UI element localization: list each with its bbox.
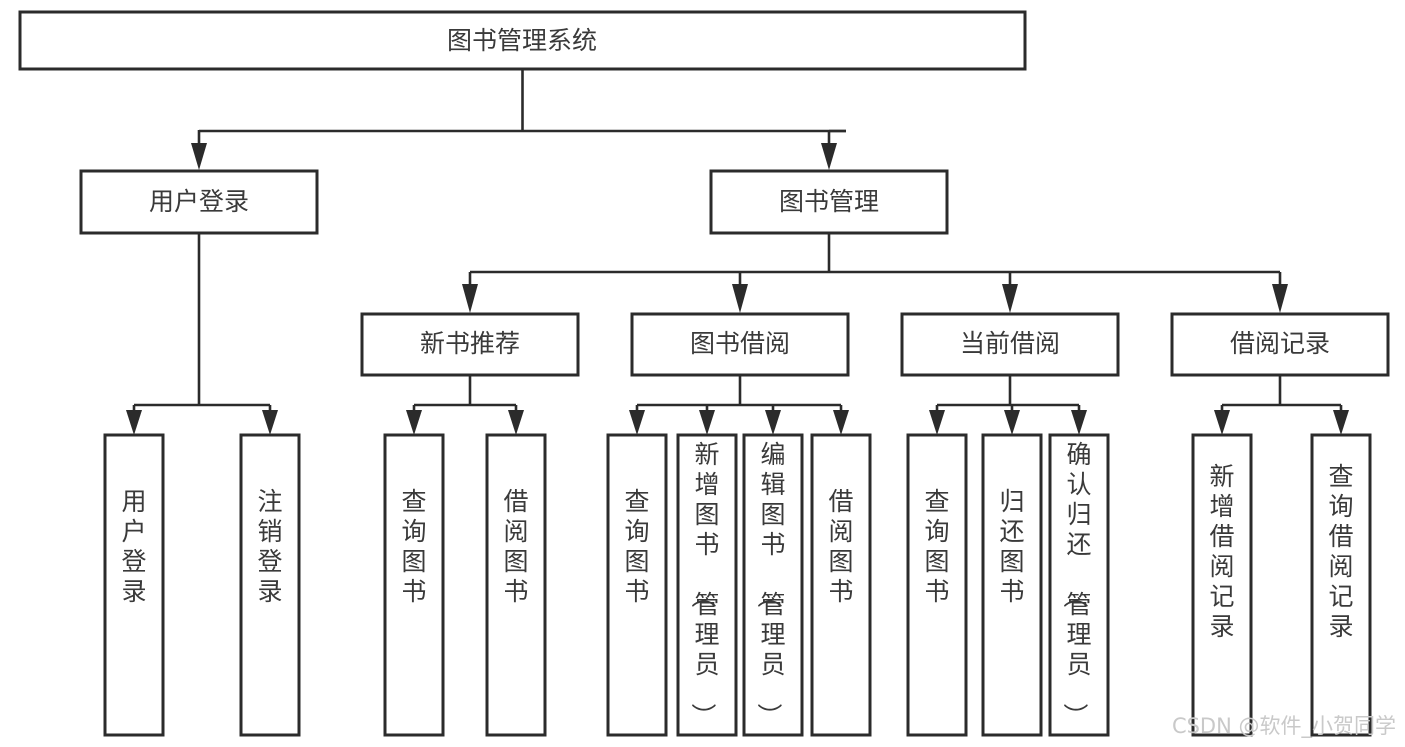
leaf-node-borrow-book-b1-box[interactable] [485,433,547,737]
node-user-login-label: 用户登录 [149,187,249,216]
leaf-node-confirm-return-admin-label: 确认归还（管理员） [1060,440,1091,728]
connector-group-borrow-record [1214,375,1349,435]
node-borrow-record[interactable]: 借阅记录 [1170,312,1390,377]
leaf-node-add-borrow-record-box[interactable] [1191,433,1253,737]
connector-group-book-mgmt [462,233,1288,313]
leaf-node-logout-label: 注销登录 [257,487,282,606]
leaf-node-borrow-book-c3[interactable]: 借阅图书 [810,433,872,737]
arrow-leaf-borrow-book-b1 [508,410,524,435]
leaf-node-borrow-book-b1[interactable]: 借阅图书 [485,433,547,737]
node-book-management[interactable]: 图书管理 [709,169,949,235]
connector-group-user-login [126,233,278,435]
arrow-leaf-query-book-b0 [406,410,422,435]
leaf-node-add-borrow-record-label: 新增借阅记录 [1209,462,1234,641]
connector-group-new-book-rec [406,375,524,435]
arrow-leaf-return-book-d1 [1004,410,1020,435]
connector-group-current-borrow [929,375,1087,435]
leaf-node-query-book-c0-label: 查询图书 [624,487,649,606]
node-new-book-recommend[interactable]: 新书推荐 [360,312,580,377]
node-borrow-record-box[interactable] [1170,312,1390,377]
leaf-node-logout[interactable]: 注销登录 [239,433,301,737]
leaf-node-return-book[interactable]: 归还图书 [981,433,1043,737]
leaf-node-user-login-box[interactable] [103,433,165,737]
leaf-node-borrow-book-b1-label: 借阅图书 [503,487,528,606]
leaf-node-user-login[interactable]: 用户登录 [103,433,165,737]
arrow-current-borrow [1002,284,1018,313]
leaf-node-query-book-b0-box[interactable] [383,433,445,737]
leaf-node-edit-book-admin-label: 编辑图书（管理员） [754,440,785,728]
node-book-management-label: 图书管理 [779,187,879,216]
leaf-node-query-book-d0-label: 查询图书 [924,487,949,606]
leaf-node-add-book-admin[interactable]: 新增图书（管理员） [676,433,738,737]
node-new-book-recommend-label: 新书推荐 [420,329,520,358]
connector-group-root [191,69,846,170]
arrow-book-borrow [732,284,748,313]
node-root-system-box[interactable] [18,10,1027,71]
leaf-node-edit-book-admin[interactable]: 编辑图书（管理员） [742,433,804,737]
arrow-leaf-logout [262,410,278,435]
leaf-node-return-book-box[interactable] [981,433,1043,737]
arrow-new-book-rec [462,284,478,313]
node-new-book-recommend-box[interactable] [360,312,580,377]
arrow-book-mgmt [821,143,837,170]
arrow-leaf-query-book-c0 [629,410,645,435]
node-borrow-record-label: 借阅记录 [1230,329,1330,358]
leaf-node-return-book-label: 归还图书 [999,487,1024,606]
arrow-leaf-query-record-e1 [1333,410,1349,435]
leaf-node-borrow-book-c3-label: 借阅图书 [828,487,853,606]
leaf-node-query-borrow-record-label: 查询借阅记录 [1328,462,1353,641]
leaf-node-add-book-admin-box[interactable] [676,433,738,737]
arrow-leaf-query-book-d0 [929,410,945,435]
connector-group-book-borrow [629,375,849,435]
arrow-leaf-confirm-return-d2 [1071,410,1087,435]
node-root-system-label: 图书管理系统 [447,26,597,55]
arrow-user-login [191,143,207,170]
node-current-borrow[interactable]: 当前借阅 [900,312,1120,377]
node-root-system[interactable]: 图书管理系统 [18,10,1027,71]
leaf-node-add-book-admin-label: 新增图书（管理员） [688,440,719,728]
leaf-node-edit-book-admin-box[interactable] [742,433,804,737]
leaf-node-query-book-c0[interactable]: 查询图书 [606,433,668,737]
arrow-leaf-add-record-e0 [1214,410,1230,435]
node-current-borrow-label: 当前借阅 [960,329,1060,358]
leaf-node-add-borrow-record[interactable]: 新增借阅记录 [1191,433,1253,737]
leaf-node-user-login-label: 用户登录 [121,487,146,606]
arrow-leaf-borrow-book-c3 [833,410,849,435]
leaf-node-confirm-return-admin-box[interactable] [1048,433,1110,737]
leaf-node-query-book-d0[interactable]: 查询图书 [906,433,968,737]
node-user-login[interactable]: 用户登录 [79,169,319,235]
node-book-borrow-box[interactable] [630,312,850,377]
leaf-node-query-borrow-record[interactable]: 查询借阅记录 [1310,433,1372,737]
node-book-borrow[interactable]: 图书借阅 [630,312,850,377]
leaf-node-query-borrow-record-box[interactable] [1310,433,1372,737]
arrow-borrow-record [1272,284,1288,313]
leaf-node-query-book-c0-box[interactable] [606,433,668,737]
arrow-leaf-add-book-c1 [699,410,715,435]
node-user-login-box[interactable] [79,169,319,235]
csdn-watermark: CSDN @软件_小贺同学 [1172,714,1396,739]
leaf-node-query-book-b0[interactable]: 查询图书 [383,433,445,737]
arrow-leaf-user-login [126,410,142,435]
node-current-borrow-box[interactable] [900,312,1120,377]
node-book-management-box[interactable] [709,169,949,235]
arrow-leaf-edit-book-c2 [765,410,781,435]
leaf-node-query-book-b0-label: 查询图书 [401,487,426,606]
leaf-node-logout-box[interactable] [239,433,301,737]
leaf-node-borrow-book-c3-box[interactable] [810,433,872,737]
node-book-borrow-label: 图书借阅 [690,329,790,358]
leaf-node-query-book-d0-box[interactable] [906,433,968,737]
leaf-node-confirm-return-admin[interactable]: 确认归还（管理员） [1048,433,1110,737]
